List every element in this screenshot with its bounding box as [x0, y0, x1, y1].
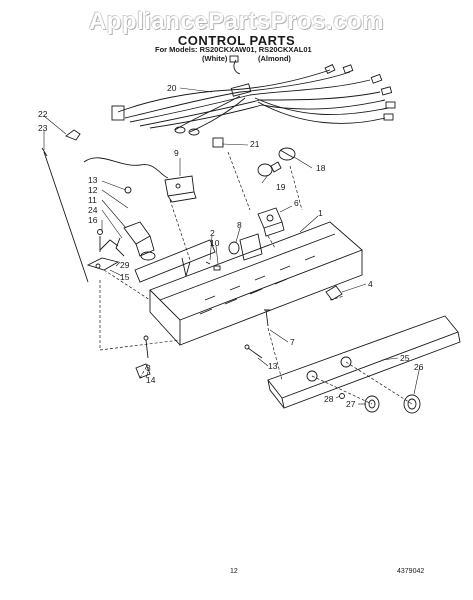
- variant-almond-label: (Almond): [258, 54, 291, 63]
- control-housing-part-1: [134, 221, 363, 346]
- variant-white-label: (White): [202, 54, 228, 63]
- callout-label: 4: [368, 279, 373, 289]
- clip-part-22: [65, 129, 81, 141]
- callout-label: 11: [88, 195, 97, 205]
- callout-label: 20: [167, 83, 177, 93]
- lamp-socket-part-18: [278, 147, 296, 161]
- callout-label: 14: [146, 375, 156, 385]
- control-panel-part-25: [267, 315, 461, 409]
- bracket-part-4: [325, 285, 343, 301]
- callout-label: 24: [88, 205, 98, 215]
- callout-label: 21: [250, 139, 260, 149]
- clip-part-3: [135, 363, 151, 379]
- callout-label: 3: [146, 363, 151, 373]
- callout-label: 18: [316, 163, 326, 173]
- washer-part-28: [339, 393, 345, 399]
- page-title: CONTROL PARTS: [177, 33, 296, 48]
- callout-label: 13: [268, 361, 278, 371]
- callout-label: 29: [120, 260, 130, 270]
- callout-label: 15: [120, 272, 130, 282]
- watermark: AppliancePartsPros.com: [88, 8, 385, 35]
- callout-label: 2: [210, 228, 215, 238]
- callout-label: 6: [294, 198, 299, 208]
- callout-label: 25: [400, 353, 410, 363]
- callout-label: 8: [237, 220, 242, 230]
- control-part-6: [257, 207, 285, 237]
- model-numbers: For Models: RS20CKXAW01, RS20CKXAL01: [155, 45, 312, 54]
- grommet-part-8: [228, 241, 240, 255]
- callout-label: 26: [414, 362, 424, 372]
- switch-part-9: [164, 175, 197, 203]
- connector-part-21: [212, 137, 224, 148]
- page-number: 12: [230, 568, 238, 575]
- light-bulb-part-19: [257, 161, 282, 177]
- document-number: 4379042: [397, 568, 425, 575]
- callout-label: 28: [324, 394, 334, 404]
- knob-part-26: [403, 394, 421, 414]
- thermostat-assembly: [86, 186, 156, 271]
- callout-label: 13: [88, 175, 98, 185]
- callout-label: 19: [276, 182, 286, 192]
- callout-label: 12: [88, 185, 98, 195]
- callout-label: 7: [290, 337, 295, 347]
- wire-harness-part: [111, 55, 396, 136]
- callout-label: 10: [210, 238, 220, 248]
- callout-label: 27: [346, 399, 356, 409]
- callout-label: 1: [318, 208, 323, 218]
- callout-label: 16: [88, 215, 98, 225]
- callout-labels: 20 22 23 21 18 19 9 13 12 11 24 16 29 15…: [38, 83, 424, 409]
- rod-part-23: [43, 151, 89, 283]
- callout-label: 22: [38, 109, 48, 119]
- callout-label: 23: [38, 123, 48, 133]
- callout-label: 9: [174, 148, 179, 158]
